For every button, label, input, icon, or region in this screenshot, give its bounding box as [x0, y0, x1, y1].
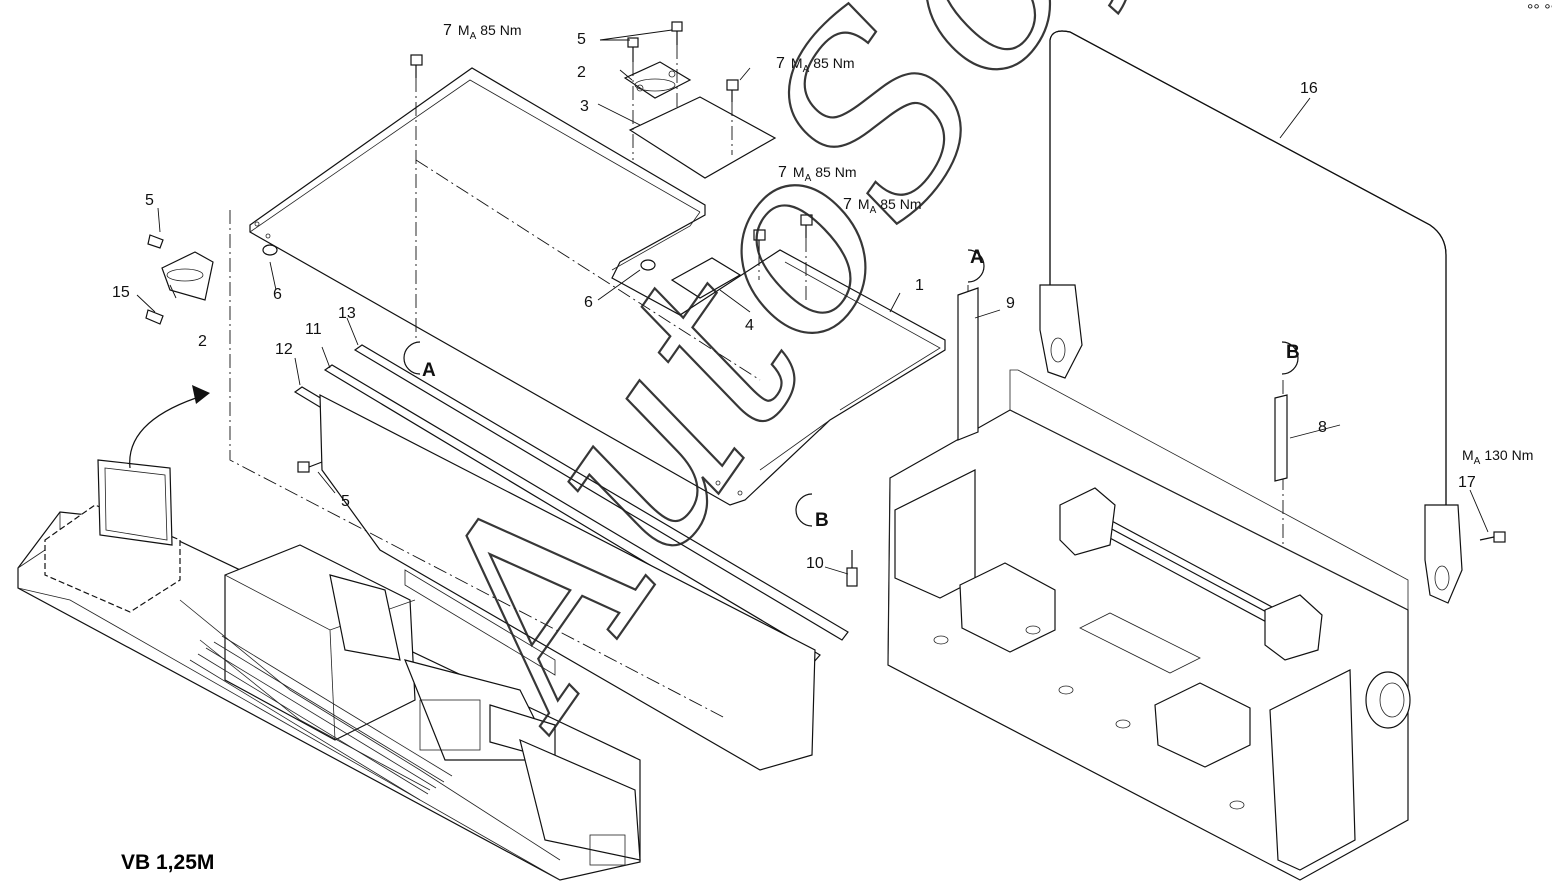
label-part-5-top: 5	[577, 31, 586, 48]
ref-a-top: A	[970, 247, 984, 268]
rotate-arrow-icon	[192, 385, 210, 404]
lifting-handle-16	[1039, 30, 1463, 604]
label-part-2-top: 2	[577, 64, 586, 81]
ref-b-top: B	[1286, 342, 1300, 363]
label-part-9: 9	[1006, 295, 1015, 312]
label-part-4: 4	[745, 317, 754, 334]
nut-6-right	[640, 259, 656, 271]
label-part-6-center: 6	[584, 294, 593, 311]
label-part-16: 16	[1300, 80, 1318, 97]
label-part-11: 11	[305, 321, 322, 338]
cover-panel	[249, 67, 946, 506]
nut-6-left	[262, 244, 278, 256]
base-machine	[887, 369, 1411, 881]
hinge-top	[623, 61, 692, 99]
bolts	[297, 21, 1506, 587]
block-4	[670, 257, 742, 299]
corner-mark: °° °°°	[1527, 2, 1552, 19]
label-part-17: 17	[1458, 474, 1476, 491]
lower-panel	[319, 394, 816, 771]
label-part-5-left: 5	[145, 192, 154, 209]
model-label: VB 1,25M	[121, 851, 214, 874]
label-part-8: 8	[1318, 419, 1327, 436]
ref-a-bottom: A	[422, 360, 436, 381]
part-labels: 1 2 2 3 4 5 5 5 6 6 8 9 10 11 12 13 15 1…	[112, 31, 1476, 572]
reference-marks: A A B B	[403, 247, 1300, 531]
ref-b-bottom: B	[815, 510, 829, 531]
hinge-left	[145, 234, 214, 325]
panel-window	[404, 569, 556, 676]
label-part-13: 13	[338, 305, 356, 322]
label-part-12: 12	[275, 341, 293, 358]
overview-grille	[189, 635, 453, 801]
rod-9	[957, 287, 979, 441]
overview-machine: VB 1,25M	[17, 385, 641, 881]
spacer-8	[1274, 394, 1288, 482]
label-part-3: 3	[580, 98, 589, 115]
plate-3	[628, 96, 777, 179]
label-part-10: 10	[806, 555, 824, 572]
leader-lines	[136, 29, 1489, 575]
label-part-15: 15	[112, 284, 130, 301]
label-part-2-left: 2	[198, 333, 207, 350]
label-part-1: 1	[915, 277, 924, 294]
label-part-6-left: 6	[273, 286, 282, 303]
label-part-5-bottom: 5	[341, 493, 350, 510]
